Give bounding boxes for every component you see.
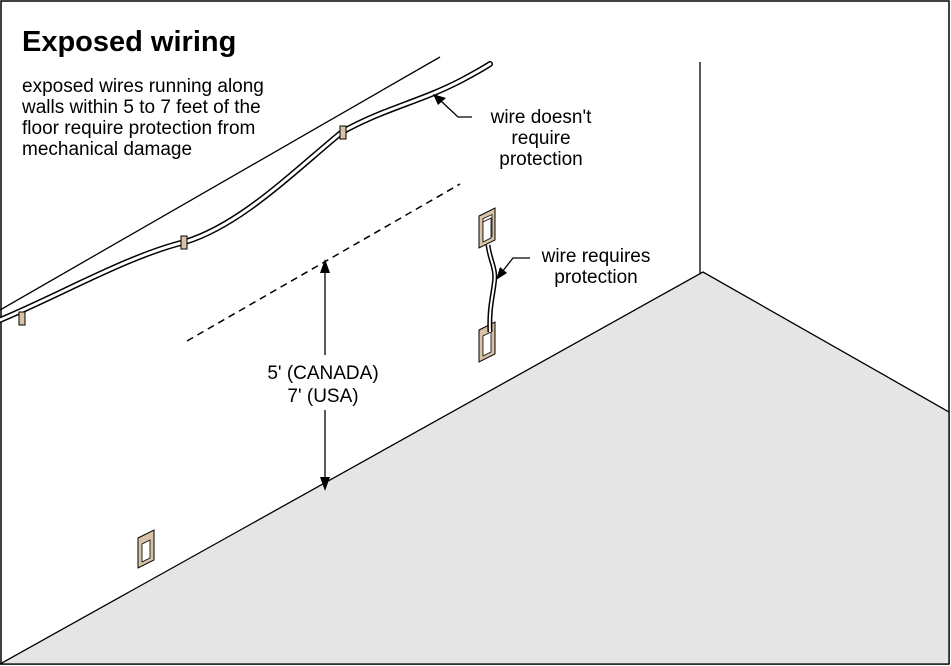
leader-no-protection — [433, 94, 472, 118]
callout-protection-line: protection — [554, 267, 637, 288]
callout-no-protection-line: require — [511, 128, 570, 149]
description-line: floor require protection from — [22, 118, 255, 139]
arrow-down-icon — [320, 477, 330, 491]
outlet-face — [482, 217, 492, 243]
callout-protection-line: wire requires — [541, 246, 651, 267]
wire-clip — [180, 235, 188, 250]
height-dimension — [320, 259, 330, 491]
protected-wire — [485, 244, 498, 333]
wire-clip — [339, 125, 347, 140]
description-line: walls within 5 to 7 feet of the — [21, 97, 261, 118]
arrow-icon — [433, 94, 446, 105]
leader-protection — [496, 257, 530, 280]
floor — [0, 271, 950, 665]
wire-clip — [18, 311, 26, 326]
arrow-icon — [496, 267, 507, 280]
outlet-face — [482, 331, 492, 357]
dimension-label-usa: 7' (USA) — [287, 386, 358, 407]
exposed-wire — [0, 61, 493, 323]
wall-top-edge — [0, 56, 441, 311]
callout-no-protection-line: protection — [499, 149, 582, 170]
callout-no-protection-line: wire doesn't — [490, 107, 593, 128]
arrow-up-icon — [320, 259, 330, 273]
dimension-label-canada: 5' (CANADA) — [267, 363, 378, 384]
protection-height-line — [186, 183, 461, 342]
description-line: exposed wires running along — [22, 76, 264, 97]
description-line: mechanical damage — [22, 139, 192, 160]
title: Exposed wiring — [22, 26, 236, 58]
outlet-face — [141, 539, 151, 563]
